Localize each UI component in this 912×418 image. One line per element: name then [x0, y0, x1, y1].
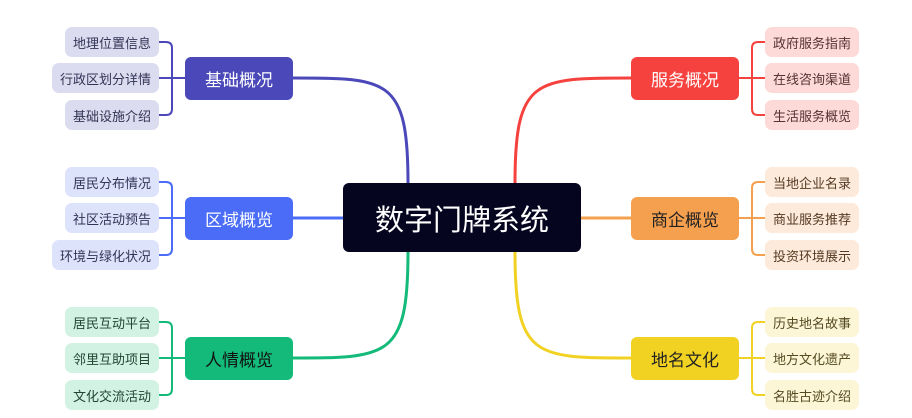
branch-label: 人情概览: [205, 350, 273, 371]
leaf-node[interactable]: 行政区划分详情: [51, 63, 159, 93]
leaf-bracket: [159, 41, 185, 116]
branch-label: 区域概览: [205, 210, 273, 231]
leaf-bracket: [159, 181, 185, 256]
branch-node[interactable]: 人情概览: [185, 336, 293, 380]
branch-connector: [513, 251, 632, 360]
leaf-node[interactable]: 文化交流活动: [64, 380, 159, 410]
leaf-node[interactable]: 名胜古迹介绍: [765, 380, 860, 410]
branch-node[interactable]: 基础概况: [185, 56, 293, 100]
branch-label: 基础概况: [205, 70, 273, 91]
leaf-node[interactable]: 居民分布情况: [64, 167, 159, 197]
leaf-node[interactable]: 邻里互助项目: [64, 343, 159, 373]
leaf-node[interactable]: 在线咨询渠道: [765, 63, 860, 93]
root-label: 数字门牌系统: [374, 202, 549, 237]
leaf-node[interactable]: 基础设施介绍: [64, 100, 159, 130]
branch-node[interactable]: 地名文化: [631, 336, 739, 380]
leaf-node[interactable]: 居民互动平台: [64, 307, 159, 337]
leaf-node[interactable]: 政府服务指南: [765, 27, 860, 57]
leaf-node[interactable]: 地方文化遗产: [765, 343, 860, 373]
leaf-bracket: [159, 321, 185, 396]
leaf-node[interactable]: 环境与绿化状况: [51, 240, 159, 270]
leaf-node[interactable]: 当地企业名录: [765, 167, 860, 197]
leaf-node[interactable]: 商业服务推荐: [765, 203, 860, 233]
leaf-node[interactable]: 投资环境展示: [765, 240, 860, 270]
leaf-bracket: [739, 41, 765, 116]
root-node[interactable]: 数字门牌系统: [343, 183, 581, 252]
branch-connector: [292, 251, 410, 360]
branch-node[interactable]: 服务概况: [631, 56, 739, 100]
branch-label: 商企概览: [651, 210, 719, 231]
leaf-bracket: [739, 181, 765, 256]
branch-label: 服务概况: [651, 70, 719, 91]
branch-connector: [292, 76, 410, 184]
leaf-node[interactable]: 社区活动预告: [64, 203, 159, 233]
leaf-node[interactable]: 地理位置信息: [64, 27, 159, 57]
branch-label: 地名文化: [651, 350, 719, 371]
branch-node[interactable]: 商企概览: [631, 196, 739, 240]
leaf-node[interactable]: 生活服务概览: [765, 100, 860, 130]
branch-connector: [513, 76, 632, 184]
branch-node[interactable]: 区域概览: [185, 196, 293, 240]
leaf-bracket: [739, 321, 765, 396]
leaf-node[interactable]: 历史地名故事: [765, 307, 860, 337]
